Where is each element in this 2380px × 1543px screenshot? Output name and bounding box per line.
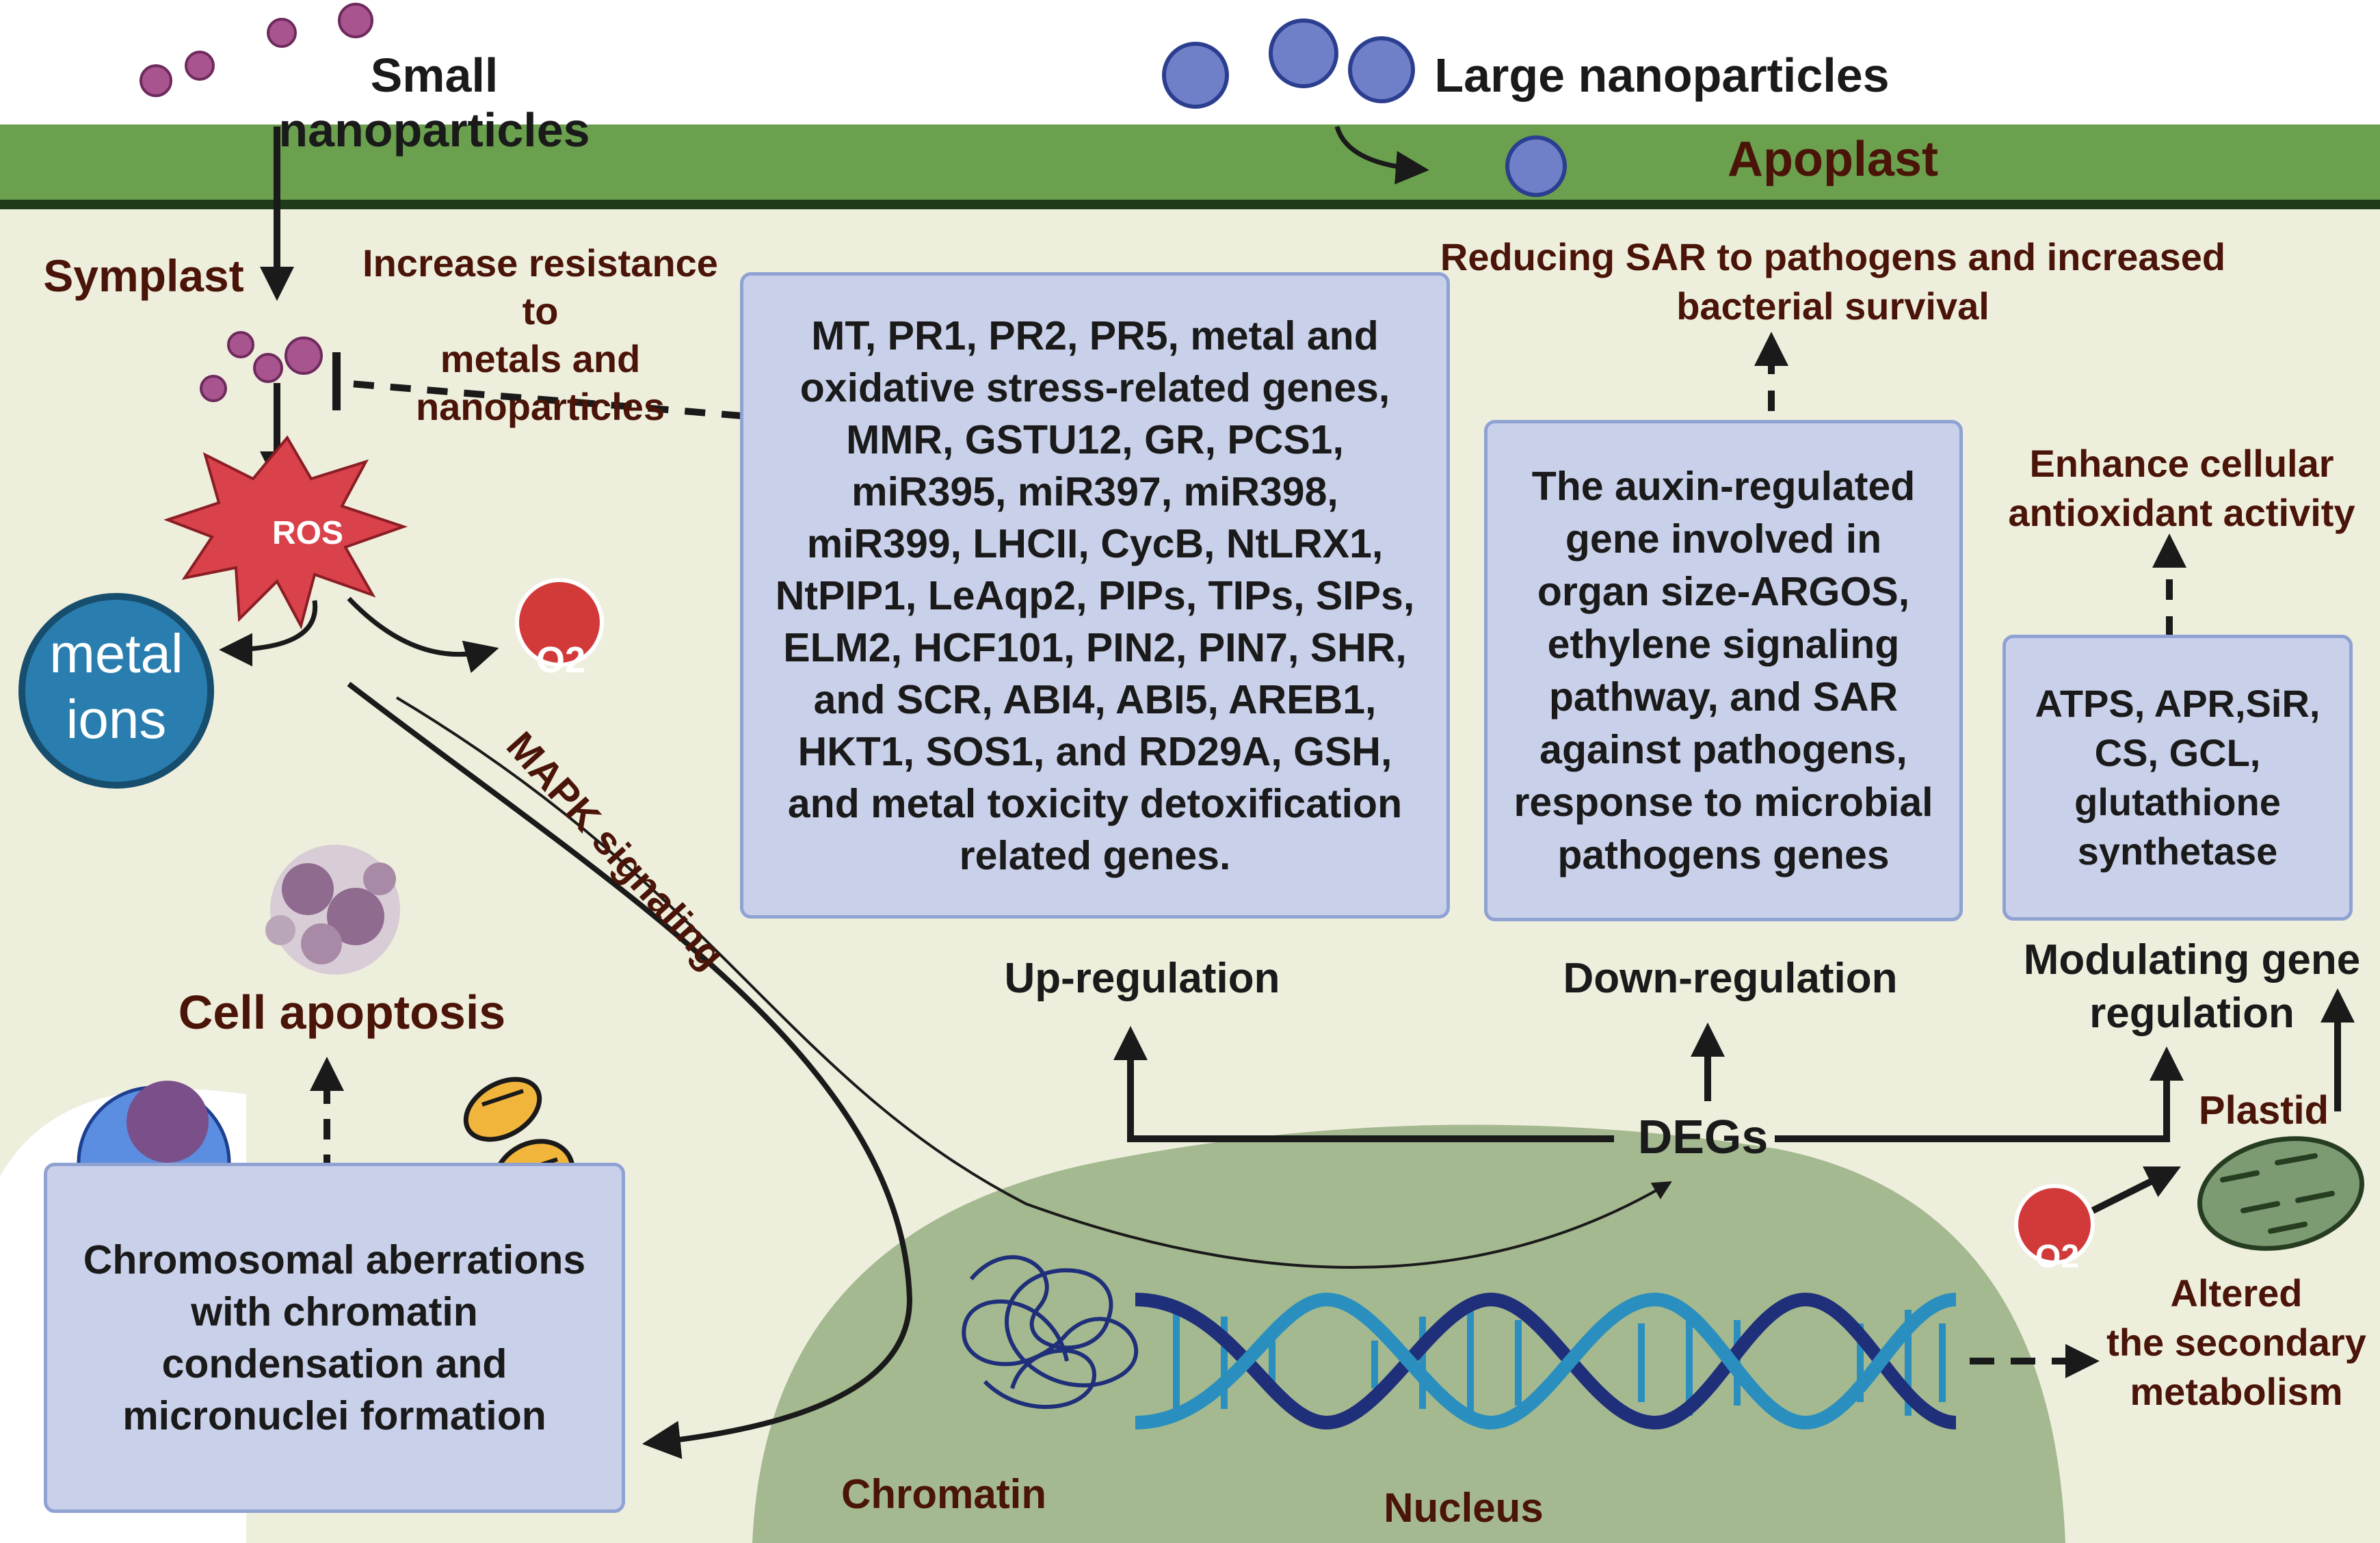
- apoplast-label: Apoplast: [1727, 132, 1938, 187]
- small-nanoparticles-label: Small nanoparticles: [278, 49, 590, 157]
- chromatin-label: Chromatin: [841, 1471, 1046, 1517]
- ros-to-superoxide-arrow: [347, 596, 499, 673]
- superoxide-label: O2: [520, 596, 602, 681]
- plastid-label: Plastid: [2198, 1088, 2329, 1133]
- chromosomal-aberrations-text: Chromosomal aberrations with chromatin c…: [83, 1237, 586, 1438]
- superoxide-plastid-icon: [2014, 1184, 2095, 1265]
- superoxide-plastid-text: O2: [2035, 1239, 2080, 1275]
- ros-label: ROS: [272, 515, 343, 551]
- upregulated-genes-box: MT, PR1, PR2, PR5, metal and oxidative s…: [740, 272, 1450, 919]
- metal-ions-circle: [18, 593, 214, 789]
- plastid-icon: [2197, 1136, 2364, 1251]
- large-nanoparticle-apoplast-icon: [1505, 135, 1567, 197]
- reducing-sar-label: Reducing SAR to pathogens and increased …: [1440, 235, 2226, 328]
- mapk-to-degs-arrow: [395, 696, 1672, 1269]
- up-regulation-label: Up-regulation: [1004, 955, 1280, 1002]
- increase-resistance-label: Increase resistance to metals and nanopa…: [362, 241, 718, 428]
- superoxide-icon: [515, 578, 604, 667]
- upregulated-genes-text: MT, PR1, PR2, PR5, metal and oxidative s…: [775, 313, 1415, 878]
- superoxide-plastid-label: O2: [2016, 1200, 2098, 1276]
- degs-to-upregulation-arrow: [1113, 1026, 1614, 1142]
- ros-burst-icon: [163, 435, 408, 630]
- large-np-arrow: [1334, 125, 1429, 185]
- metal-ions-label: metal ions: [49, 623, 183, 750]
- ros-to-metal-arrow: [219, 600, 318, 667]
- inhibition-dashed-line: [341, 380, 743, 419]
- downregulated-genes-text: The auxin-regulated gene involved in org…: [1513, 463, 1933, 878]
- large-nanoparticles-label: Large nanoparticles: [1434, 49, 1890, 102]
- cell-apoptosis-label: Cell apoptosis: [178, 986, 506, 1039]
- superoxide-to-plastid-arrow: [2091, 1166, 2181, 1214]
- mapk-to-chromosomal-arrow: [347, 681, 913, 1460]
- apoplast-band: [0, 124, 2380, 205]
- degs-to-plastid-arrow: [1775, 1046, 2184, 1142]
- nucleus-label: Nucleus: [1384, 1485, 1544, 1531]
- symplast-label: Symplast: [43, 250, 244, 301]
- degs-label: DEGs: [1637, 1110, 1769, 1163]
- plastid-genes-box: ATPS, APR,SiR, CS, GCL, glutathione synt…: [2002, 635, 2353, 921]
- chromosomal-aberrations-box: Chromosomal aberrations with chromatin c…: [44, 1163, 625, 1513]
- apoptotic-cell-icon: [265, 845, 400, 975]
- enhance-antioxidant-label: Enhance cellular antioxidant activity: [2008, 442, 2355, 534]
- dna-helix-icon: [1135, 1292, 1957, 1430]
- modulating-gene-regulation-label: Modulating gene regulation: [2023, 936, 2361, 1037]
- symplast-nanoparticles-icon: [200, 331, 323, 402]
- altered-secondary-metabolism-label: Altered the secondary metabolism: [2106, 1271, 2366, 1413]
- nucleus-shape: [752, 1124, 2065, 1543]
- small-nanoparticles-icon: [140, 3, 373, 97]
- plastid-genes-text: ATPS, APR,SiR, CS, GCL, glutathione synt…: [2035, 682, 2320, 873]
- down-regulation-label: Down-regulation: [1563, 955, 1898, 1002]
- downregulated-genes-box: The auxin-regulated gene involved in org…: [1484, 420, 1963, 921]
- chromatin-icon: [962, 1255, 1139, 1409]
- superoxide-text: O2: [536, 639, 586, 681]
- cell-wall-line: [0, 200, 2380, 209]
- large-nanoparticles-icon: [1162, 18, 1415, 109]
